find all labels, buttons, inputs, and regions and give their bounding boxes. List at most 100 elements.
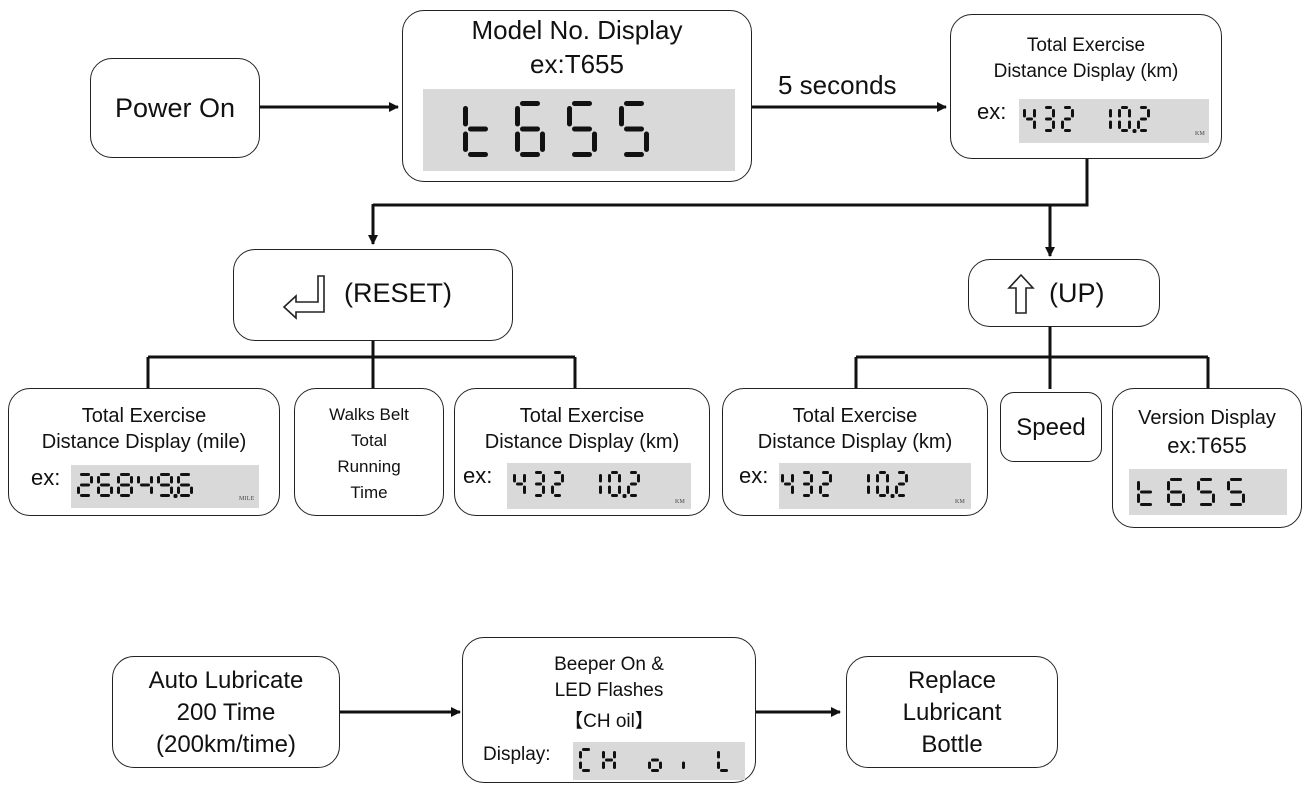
lcd-segment-a [1045, 106, 1052, 109]
lcd-segment-d [1121, 129, 1128, 132]
lcd-segment-d [879, 494, 886, 497]
lcd-segment-b [130, 476, 133, 484]
lcd-digit [117, 473, 133, 497]
lcd-segment-f [579, 751, 582, 759]
lcd-segment-g [1064, 117, 1071, 121]
lcd-digit [513, 474, 526, 494]
lcd-segment-d [120, 494, 130, 497]
lcd-segment-g [520, 126, 540, 132]
walks-belt-line4: Time [350, 483, 388, 502]
lcd-segment-g [180, 483, 190, 487]
lcd-digit [895, 471, 908, 497]
lcd-decimal-point [890, 494, 895, 498]
lcd-digit [1118, 106, 1131, 132]
lcd-segment-d [1230, 503, 1242, 506]
model-lcd-digits [463, 101, 649, 157]
lcd-segment-g [535, 482, 542, 486]
lcd-segment-g [822, 482, 829, 486]
lcd-segment-f [137, 476, 140, 484]
lcd-segment-f [1197, 481, 1200, 491]
lcd-segment-b [1128, 109, 1131, 118]
up-button[interactable]: (UP) [968, 259, 1160, 327]
lcd-digit [717, 751, 728, 772]
lcd-segment-b [810, 474, 813, 483]
auto-lubricate-box: Auto Lubricate 200 Time (200km/time) [112, 656, 340, 768]
lcd-segment-c [613, 761, 616, 769]
km-display-right-box: Total Exercise Distance Display (km) ex:… [722, 388, 988, 516]
lcd-segment-f [781, 474, 784, 483]
up-arrow-icon [1007, 273, 1035, 314]
lcd-digit [1167, 478, 1185, 506]
lcd-segment-e [648, 761, 651, 769]
lcd-segment-e [463, 131, 468, 152]
lcd-segment-b [523, 474, 526, 483]
walks-belt-line2: Total [351, 431, 387, 450]
lcd-segment-c [523, 485, 526, 494]
lcd-segment-d [1170, 503, 1182, 506]
lcd-segment-a [630, 471, 637, 474]
replace-line3: Bottle [921, 731, 983, 758]
lcd-digit [177, 473, 193, 497]
model-display-title: Model No. Display [471, 15, 683, 45]
lcd-segment-a [582, 748, 590, 751]
lcd-segment-d [468, 152, 488, 157]
beeper-line2: LED Flashes [554, 680, 664, 701]
lcd-segment-e [579, 761, 582, 769]
reset-button[interactable]: (RESET) [233, 249, 513, 341]
lcd-segment-b [170, 476, 173, 484]
lcd-segment-g [160, 483, 170, 487]
lcd-segment-g [1140, 117, 1147, 121]
lcd-segment-f [1227, 481, 1230, 491]
lcd-digit [551, 471, 564, 497]
lcd-segment-c [1033, 120, 1036, 129]
lcd-segment-a [803, 471, 810, 474]
lcd-segment-c [791, 485, 794, 494]
lcd-segment-d [624, 152, 644, 157]
lcd-segment-f [1118, 109, 1121, 118]
lcd-segment-g [630, 482, 637, 486]
km-left-lcd: KM [507, 463, 691, 509]
speed-box: Speed [1000, 392, 1102, 462]
lcd-segment-e [876, 485, 879, 494]
mile-display-title: Total Exercise [81, 405, 207, 427]
lcd-segment-c [540, 131, 545, 152]
lcd-segment-b [599, 474, 602, 483]
lcd-segment-b [561, 474, 564, 483]
lcd-segment-a [554, 471, 561, 474]
lcd-segment-c [592, 131, 597, 152]
lcd-segment-a [160, 473, 170, 476]
lcd-segment-a [1170, 478, 1182, 481]
lcd-segment-f [117, 476, 120, 484]
lcd-segment-b [1052, 109, 1055, 118]
auto-lubricate-line1: Auto Lubricate [148, 667, 304, 694]
model-lcd [423, 89, 735, 171]
total-km-top-title: Total Exercise [1026, 35, 1146, 56]
lcd-segment-d [1200, 503, 1212, 506]
km-right-lcd: KM [779, 463, 971, 509]
lcd-segment-g [468, 126, 488, 132]
lcd-segment-a [1121, 106, 1128, 109]
lcd-segment-a [520, 101, 540, 106]
total-km-top-box: Total Exercise Distance Display (km) ex:… [950, 14, 1222, 159]
lcd-segment-g [516, 482, 523, 486]
lcd-segment-a [1200, 478, 1212, 481]
lcd-segment-d [535, 494, 542, 497]
lcd-segment-a [535, 471, 542, 474]
speed-label: Speed [1016, 414, 1086, 441]
lcd-segment-d [822, 494, 829, 497]
lcd-segment-a [611, 471, 618, 474]
version-display-box: Version Display ex:T655 [1112, 388, 1302, 528]
lcd-decimal-point [1132, 129, 1137, 133]
lcd-digit [599, 474, 602, 494]
lcd-segment-c [810, 485, 813, 494]
lcd-segment-g [651, 758, 659, 762]
lcd-segment-d [1140, 503, 1152, 506]
lcd-digit [1023, 109, 1036, 129]
lcd-segment-c [1212, 493, 1215, 503]
lcd-segment-d [611, 494, 618, 497]
lcd-segment-g [120, 483, 130, 487]
lcd-segment-f [876, 474, 879, 483]
lcd-segment-e [77, 486, 80, 494]
lcd-digit [515, 101, 545, 157]
